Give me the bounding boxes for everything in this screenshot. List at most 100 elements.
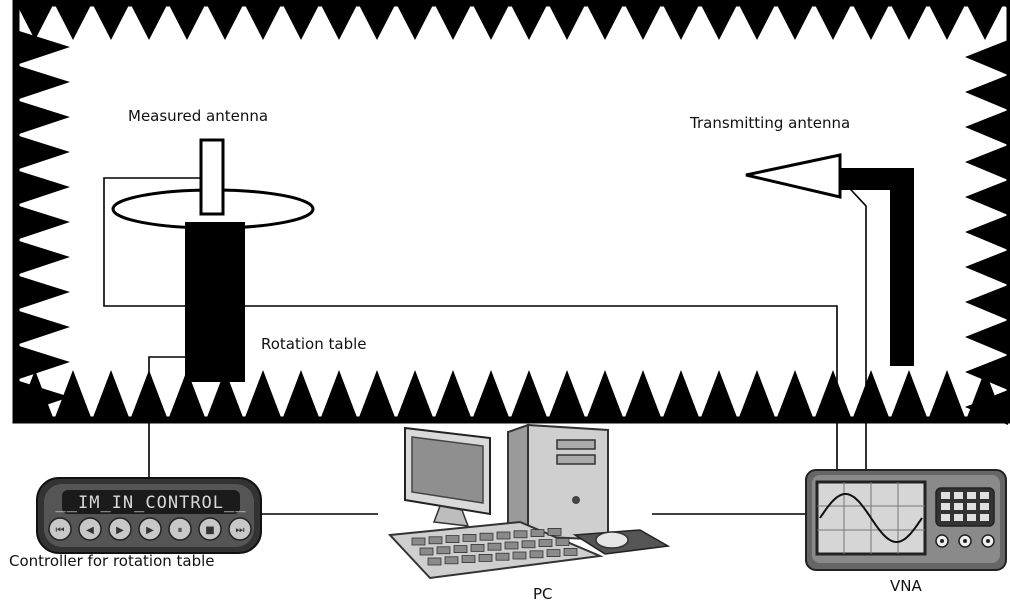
keyboard-key: [521, 540, 536, 549]
absorber-cone: [16, 170, 70, 205]
keyboard-key: [478, 554, 493, 562]
keyboard-key: [530, 529, 545, 537]
absorber-cone: [928, 370, 966, 420]
absorber-cone: [16, 30, 70, 65]
absorber-cone: [16, 65, 70, 100]
keyboard-key: [513, 530, 528, 539]
vna-key: [967, 514, 976, 521]
absorber-cone: [510, 370, 548, 420]
absorber-cone: [320, 3, 358, 40]
keyboard-key: [504, 541, 519, 550]
vna-key: [954, 514, 963, 521]
keyboard-key: [479, 532, 494, 541]
absorber-cone: [965, 320, 1008, 355]
absorber-cone: [16, 275, 70, 310]
label-vna: VNA: [890, 577, 922, 595]
absorber-cone: [928, 3, 966, 40]
absorber-column-right: [965, 40, 1008, 425]
keyboard-key: [461, 555, 476, 563]
vna-key: [967, 492, 976, 499]
keyboard-key: [462, 534, 477, 542]
controller-button-glyph: ⏭: [236, 525, 245, 536]
absorber-cone: [776, 3, 814, 40]
absorber-cone: [16, 380, 70, 415]
vna-key: [954, 492, 963, 499]
absorber-row-bottom: [16, 370, 1010, 420]
keyboard-key: [495, 552, 510, 561]
keyboard-key: [411, 537, 426, 546]
label-controller: Controller for rotation table: [9, 552, 215, 570]
cable-measured-antenna-to-vna: [103, 177, 838, 470]
controller-button-icon: [198, 517, 222, 541]
vna-connectors: [935, 534, 995, 548]
keyboard-key: [547, 528, 562, 536]
absorber-cone: [890, 3, 928, 40]
keyboard-keys: [411, 528, 578, 566]
controller-button-icon: [168, 517, 192, 541]
absorber-cone: [16, 3, 54, 40]
vna-connector-center: [963, 539, 967, 543]
absorber-cone: [965, 215, 1008, 250]
absorber-cone: [434, 3, 472, 40]
absorber-cone: [965, 110, 1008, 145]
keyboard-key: [563, 548, 578, 556]
controller-button-icon: [138, 517, 162, 541]
absorber-cone: [16, 310, 70, 345]
absorber-cone: [472, 3, 510, 40]
absorber-cone: [396, 3, 434, 40]
absorber-cone: [16, 345, 70, 380]
absorber-cone: [965, 355, 1008, 390]
absorber-cone: [776, 370, 814, 420]
absorber-cone: [434, 370, 472, 420]
absorber-cone: [16, 100, 70, 135]
controller-button-row: ⏮◀▶▶⏸■⏭: [48, 517, 252, 541]
keyboard-key: [436, 546, 451, 555]
absorber-row-top: [16, 3, 1010, 40]
vna-key: [941, 503, 950, 510]
absorber-cone: [548, 3, 586, 40]
absorber-cone: [206, 3, 244, 40]
pc-monitor-screen: [411, 436, 484, 504]
absorber-cone: [700, 3, 738, 40]
absorber-cone: [965, 40, 1008, 75]
absorber-cone: [662, 3, 700, 40]
cable-rotation-table-to-controller: [148, 356, 185, 478]
absorber-cone: [358, 3, 396, 40]
vna: [805, 469, 1007, 571]
absorber-cone: [320, 370, 358, 420]
absorber-cone: [852, 3, 890, 40]
keyboard-key: [470, 544, 485, 552]
keyboard-key: [555, 538, 570, 546]
vna-key: [954, 503, 963, 510]
keyboard-key: [496, 531, 511, 540]
absorber-cone: [700, 370, 738, 420]
transmitting-antenna-mast: [840, 168, 914, 366]
keyboard-key: [419, 547, 434, 556]
absorber-cone: [662, 370, 700, 420]
absorber-cone: [92, 370, 130, 420]
absorber-cone: [92, 3, 130, 40]
absorber-cone: [624, 370, 662, 420]
keyboard-key: [529, 550, 544, 559]
absorber-cone: [16, 205, 70, 240]
absorber-cone: [54, 3, 92, 40]
absorber-cone: [586, 370, 624, 420]
absorber-cone: [852, 370, 890, 420]
keyboard-key: [453, 545, 468, 553]
absorber-cone: [282, 3, 320, 40]
keyboard-key: [487, 542, 502, 551]
absorber-cone: [965, 180, 1008, 215]
absorber-cone: [738, 3, 776, 40]
controller-button-glyph: ■: [205, 525, 214, 536]
absorber-cone: [16, 135, 70, 170]
absorber-cone: [965, 145, 1008, 180]
absorber-cone: [548, 370, 586, 420]
rf-cables: [103, 177, 867, 515]
rotation-table-column: [185, 222, 245, 382]
label-pc: PC: [533, 585, 553, 603]
controller-button-icon: [228, 517, 252, 541]
absorber-cone: [890, 370, 928, 420]
vna-key: [941, 514, 950, 521]
pc: [387, 423, 671, 580]
absorber-cone: [396, 370, 434, 420]
